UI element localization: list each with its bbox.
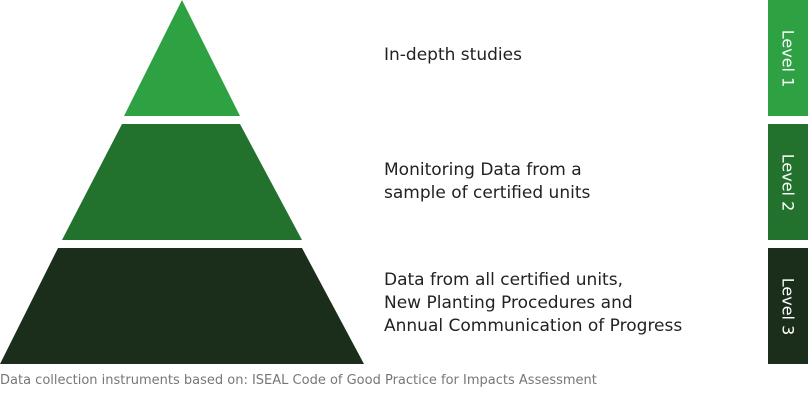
level-3-tab: Level 3: [768, 248, 808, 364]
level-2-description-line: sample of certified units: [384, 183, 591, 203]
pyramid-diagram: [0, 0, 364, 364]
level-2-tab-label: Level 2: [778, 153, 798, 211]
level-1-tab: Level 1: [768, 0, 808, 116]
level-2-description-line: Monitoring Data from a: [384, 160, 582, 180]
source-caption: Data collection instruments based on: IS…: [0, 373, 597, 388]
level-2-tab: Level 2: [768, 124, 808, 240]
level-1-description-line: In-depth studies: [384, 45, 522, 65]
level-3-description: Data from all certified units, New Plant…: [384, 269, 682, 338]
level-3-description-line: Annual Communication of Progress: [384, 316, 683, 336]
level-3-description-line: New Planting Procedures and: [384, 293, 633, 313]
level-2-description: Monitoring Data from a sample of certifi…: [384, 159, 590, 205]
level-1-tab-label: Level 1: [778, 29, 798, 87]
level-3-tab-label: Level 3: [778, 277, 798, 335]
pyramid-level-3: [0, 248, 364, 364]
pyramid-level-2: [62, 124, 302, 240]
pyramid-level-1: [124, 0, 240, 116]
level-1-description: In-depth studies: [384, 44, 522, 67]
level-3-description-line: Data from all certified units,: [384, 270, 623, 290]
